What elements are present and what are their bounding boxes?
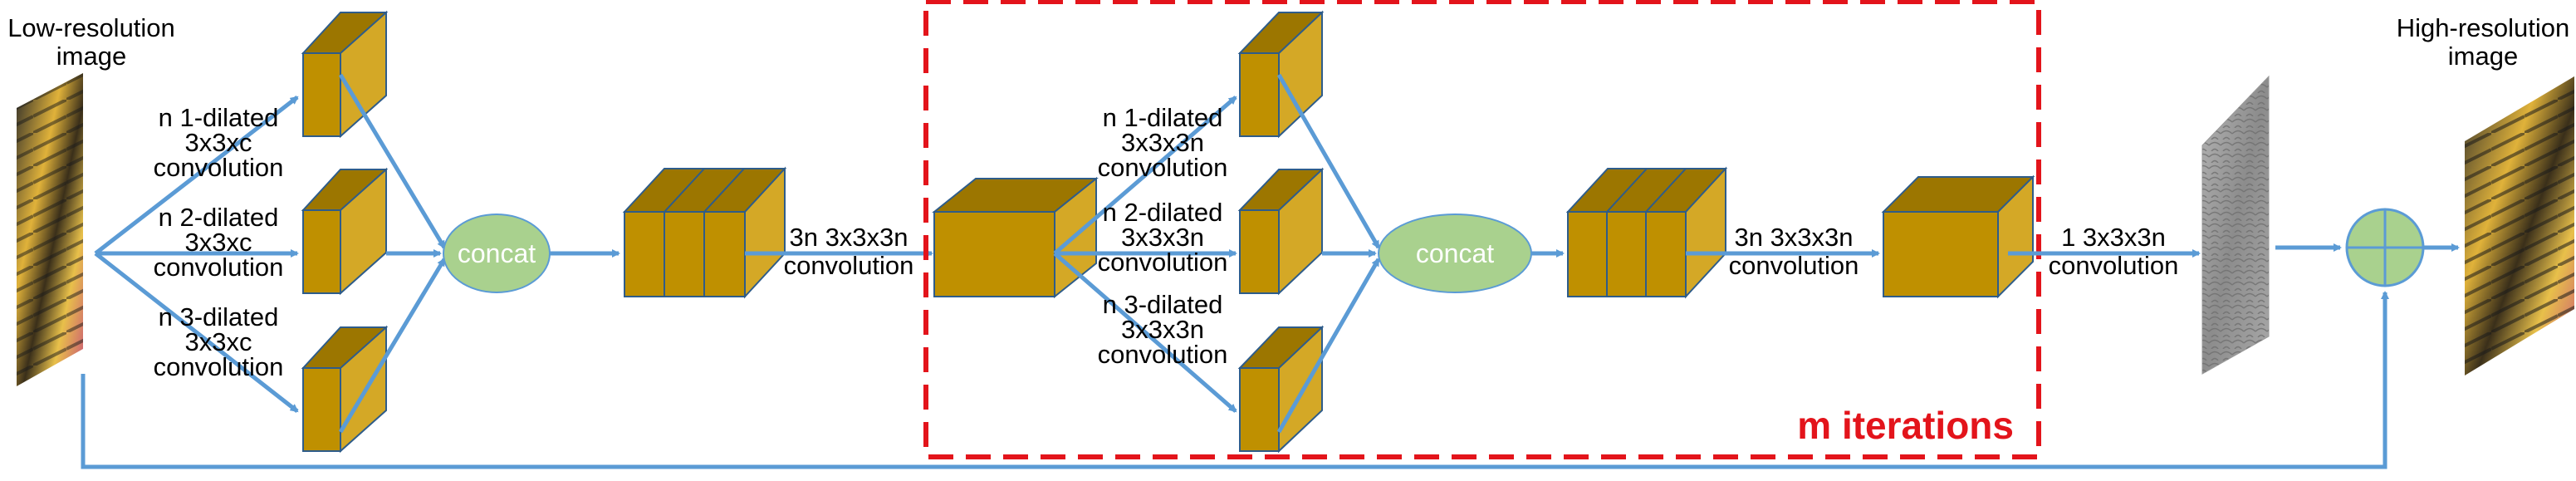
dilated-conv-labels-1: n 1-dilated 3x3xc convolution n 2-dilate… [154, 103, 284, 381]
concat-node-1: concat [443, 214, 551, 293]
e1-line1: n 1-dilated [1103, 103, 1223, 132]
dilated-conv-labels-2: n 1-dilated 3x3x3n convolution n 2-dilat… [1098, 103, 1228, 369]
conv1-line2: convolution [784, 251, 914, 280]
high-res-label-line1: High-resolution [2397, 13, 2570, 42]
low-res-label-line2: image [56, 42, 126, 71]
d1-line3: convolution [154, 153, 284, 182]
e1-line3: convolution [1098, 153, 1228, 182]
conv1-line1: 3n 3x3x3n [789, 223, 908, 252]
low-res-image [17, 73, 83, 386]
concat2-label: concat [1416, 238, 1494, 268]
high-res-image [2465, 76, 2574, 375]
iter-cube-d3 [1237, 325, 1325, 454]
iter-cube-d1 [1237, 10, 1325, 139]
residual-image [2201, 75, 2270, 375]
conv3-line2: convolution [2049, 251, 2179, 280]
e3-line2: 3x3x3n [1121, 315, 1204, 344]
d3-line1: n 3-dilated [159, 302, 279, 331]
low-res-label-line1: Low-resolution [7, 13, 175, 42]
feature-cube-d1 [301, 10, 389, 139]
concat1-label: concat [458, 238, 536, 268]
d1-line1: n 1-dilated [159, 103, 279, 132]
feature-cube-d2 [301, 167, 389, 296]
e2-line1: n 2-dilated [1103, 198, 1223, 227]
concat-stack-cube-1 [622, 166, 787, 299]
e3-line3: convolution [1098, 340, 1228, 369]
iter-output-cube [1881, 174, 2035, 299]
iterations-label: m iterations [1797, 404, 2014, 447]
high-res-label-line2: image [2448, 42, 2518, 71]
d2-line2: 3x3xc [185, 228, 252, 257]
skip-connection-arrow [81, 291, 2389, 469]
input-branch-arrows [94, 96, 299, 413]
conv2-line1: 3n 3x3x3n [1734, 223, 1853, 252]
e2-line2: 3x3x3n [1121, 223, 1204, 252]
e3-line1: n 3-dilated [1103, 290, 1223, 319]
iter-branch-arrows [1053, 96, 1237, 413]
to-concat1-arrows [338, 73, 447, 434]
iter-cube-d2 [1237, 167, 1325, 296]
d2-line1: n 2-dilated [159, 203, 279, 232]
e1-line2: 3x3x3n [1121, 128, 1204, 157]
sum-node [2345, 208, 2425, 287]
e2-line3: convolution [1098, 248, 1228, 277]
concat-node-2: concat [1378, 214, 1532, 293]
concat-stack-cube-2 [1565, 166, 1728, 299]
d2-line3: convolution [154, 253, 284, 282]
d3-line3: convolution [154, 352, 284, 381]
feature-cube-d3 [301, 325, 389, 454]
conv2-line2: convolution [1729, 251, 1859, 280]
d1-line2: 3x3xc [185, 128, 252, 157]
d3-line2: 3x3xc [185, 327, 252, 356]
conv3-line1: 1 3x3x3n [2061, 223, 2166, 252]
to-concat2-arrows [1276, 73, 1381, 434]
